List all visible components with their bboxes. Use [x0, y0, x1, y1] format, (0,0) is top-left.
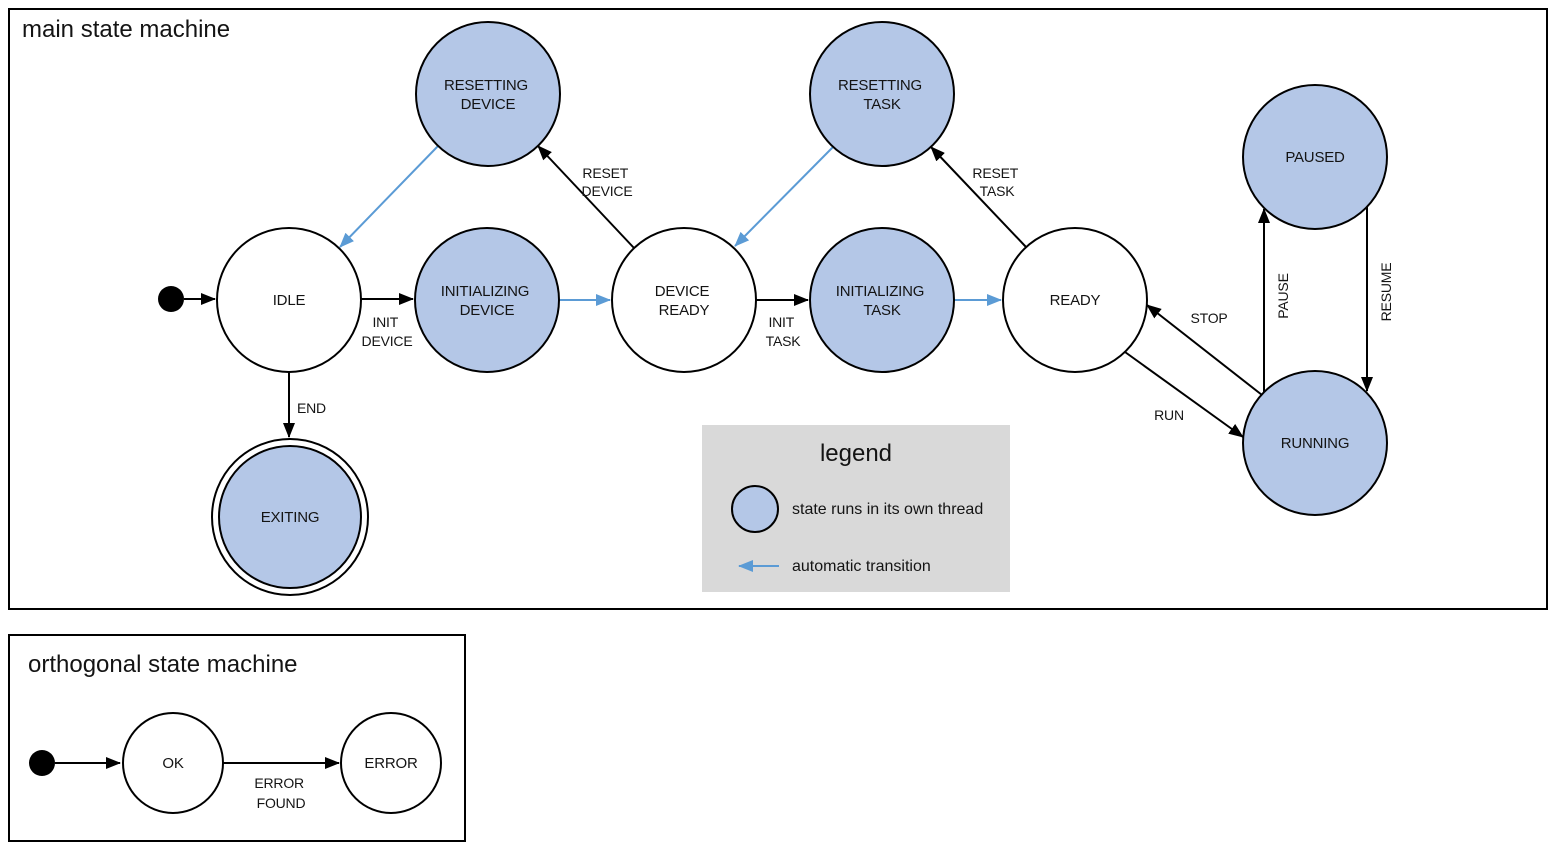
transition-run-arrow — [1124, 351, 1244, 438]
legend-thread-state-icon — [731, 485, 779, 533]
orthogonal-initial-state-dot — [29, 750, 55, 776]
state-paused-label: PAUSED — [1285, 149, 1345, 166]
state-resetting-task-label: RESETTING TASK — [838, 77, 926, 113]
orthogonal-machine-title: orthogonal state machine — [28, 651, 298, 678]
transition-error-found-label: ERROR FOUND — [254, 775, 307, 811]
state-initializing-device-label: INITIALIZING DEVICE — [441, 283, 533, 319]
main-machine-title: main state machine — [22, 16, 230, 43]
state-idle-label: IDLE — [273, 292, 306, 309]
state-initializing-task — [809, 227, 955, 373]
transition-stop-arrow — [1146, 304, 1263, 396]
transition-reset-device-label: RESET DEVICE — [582, 165, 633, 199]
state-exiting — [218, 445, 362, 589]
transition-reset-task-label: RESET TASK — [972, 165, 1021, 199]
main-state-machine-box — [8, 8, 1548, 610]
state-resetting-device — [415, 21, 561, 167]
state-ok — [122, 712, 224, 814]
legend-title: legend — [820, 440, 892, 467]
transition-reset-task-arrow — [930, 146, 1027, 248]
state-device-ready — [611, 227, 757, 373]
state-ready-label: READY — [1050, 292, 1101, 309]
state-initializing-task-label: INITIALIZING TASK — [836, 283, 928, 319]
orthogonal-state-machine-box — [8, 634, 466, 842]
state-running-label: RUNNING — [1281, 435, 1350, 452]
transition-init-task-label: INIT TASK — [766, 314, 802, 349]
transition-pause-label: PAUSE — [1275, 273, 1291, 318]
state-running — [1242, 370, 1388, 516]
state-resetting-task — [809, 21, 955, 167]
transition-resume-label: RESUME — [1378, 263, 1394, 322]
state-idle — [216, 227, 362, 373]
state-exiting-label: EXITING — [261, 509, 320, 526]
transition-init-device-label: INIT DEVICE — [362, 314, 413, 349]
transition-end-label: END — [297, 400, 326, 416]
state-ok-label: OK — [162, 755, 183, 772]
state-paused — [1242, 84, 1388, 230]
auto-transition-resetting-task-to-device-ready-arrow — [734, 146, 834, 247]
legend-automatic-transition-label: automatic transition — [792, 558, 931, 575]
state-error — [340, 712, 442, 814]
auto-transition-resetting-device-to-idle-arrow — [339, 145, 439, 248]
transition-run-label: RUN — [1154, 407, 1184, 423]
state-device-ready-label: DEVICE READY — [655, 283, 714, 319]
state-error-label: ERROR — [364, 755, 418, 772]
initial-state-dot — [158, 286, 184, 312]
state-resetting-device-label: RESETTING DEVICE — [444, 77, 532, 113]
legend-thread-state-label: state runs in its own thread — [792, 501, 983, 518]
state-initializing-device — [414, 227, 560, 373]
transition-stop-label: STOP — [1190, 310, 1227, 326]
transition-reset-device-arrow — [537, 145, 635, 249]
state-ready — [1002, 227, 1148, 373]
